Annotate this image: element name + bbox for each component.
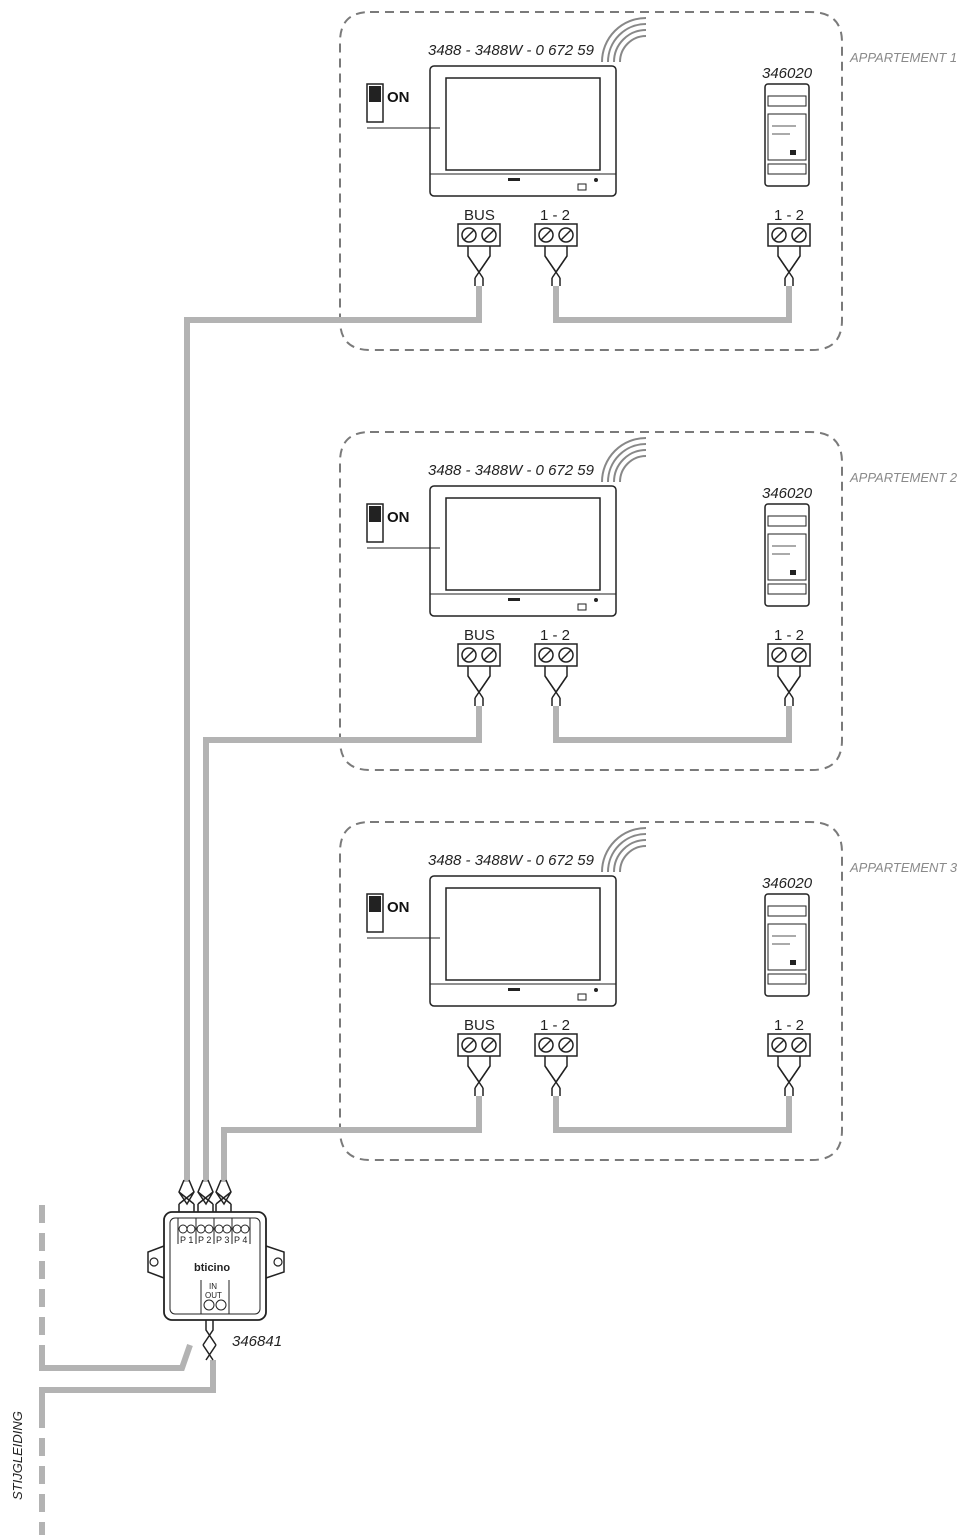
apartment-3-label: APPARTEMENT 3: [849, 860, 958, 875]
terminal-12-psu-1-label: 1 - 2: [774, 207, 804, 224]
port-2-label: P 2: [198, 1235, 211, 1245]
terminal-bus-1: [457, 223, 501, 247]
wiring: [39, 286, 792, 1410]
riser-label: STIJGLEIDING: [10, 1411, 25, 1500]
terminal-bus-2: [457, 643, 501, 667]
distributor-wire-forks: [178, 1179, 232, 1361]
distributor-brand-logo: bticino: [194, 1262, 230, 1274]
distributor-in-label: IN: [209, 1282, 217, 1291]
terminal-12-monitor-1-label: 1 - 2: [540, 207, 570, 224]
terminal-12-monitor-1: [534, 223, 578, 247]
monitor-2-model: 3488 - 3488W - 0 672 59: [428, 462, 595, 479]
terminal-12-monitor-3-label: 1 - 2: [540, 1017, 570, 1034]
port-3-label: P 3: [216, 1235, 229, 1245]
terminal-12-psu-3-label: 1 - 2: [774, 1017, 804, 1034]
terminal-12-psu-1: [767, 223, 811, 247]
power-wire-apartment-1: [553, 286, 792, 323]
apartment-2-label: APPARTEMENT 2: [849, 470, 958, 485]
bus-wire-apartment-3: [221, 1096, 482, 1182]
distributor: P 1 P 2 P 3 P 4 bticino IN OUT: [147, 1211, 285, 1321]
monitor-1: [429, 65, 617, 197]
wifi-icon: [601, 827, 647, 873]
monitor-3: [429, 875, 617, 1007]
riser-in-wire: [39, 1344, 193, 1371]
terminal-12-psu-3: [767, 1033, 811, 1057]
apartment-2: APPARTEMENT 2 3488 - 3488W - 0 672 59 ON…: [339, 431, 958, 771]
terminal-bus-2-label: BUS: [464, 627, 495, 644]
psu-3: [764, 893, 810, 997]
psu-2-model: 346020: [762, 485, 813, 502]
bus-wire-apartment-1: [184, 286, 482, 1182]
apartment-1: APPARTEMENT 1 3488 - 3488W - 0 672 59 ON…: [339, 11, 957, 351]
wifi-icon: [601, 17, 647, 63]
power-wire-apartment-3: [553, 1096, 792, 1133]
on-switch-3: ON: [366, 893, 440, 939]
terminal-bus-1-label: BUS: [464, 207, 495, 224]
psu-1: [764, 83, 810, 187]
distributor-model: 346841: [232, 1333, 282, 1350]
terminal-12-monitor-3: [534, 1033, 578, 1057]
terminal-12-monitor-2-label: 1 - 2: [540, 627, 570, 644]
on-switch-2-label: ON: [387, 509, 410, 526]
apartment-2-boundary: [339, 431, 843, 771]
on-switch-3-label: ON: [387, 899, 410, 916]
terminal-12-psu-2-label: 1 - 2: [774, 627, 804, 644]
terminal-bus-3-label: BUS: [464, 1017, 495, 1034]
on-switch-1-label: ON: [387, 89, 410, 106]
apartment-1-boundary: [339, 11, 843, 351]
terminal-12-monitor-2: [534, 643, 578, 667]
monitor-2: [429, 485, 617, 617]
wifi-icon: [601, 437, 647, 483]
psu-1-model: 346020: [762, 65, 813, 82]
port-4-label: P 4: [234, 1235, 247, 1245]
apartment-3-boundary: [339, 821, 843, 1161]
riser-out-wire: [39, 1360, 216, 1410]
distributor-out-label: OUT: [205, 1291, 222, 1300]
bus-wire-apartment-2: [203, 706, 482, 1182]
monitor-1-model: 3488 - 3488W - 0 672 59: [428, 42, 595, 59]
on-switch-2: ON: [366, 503, 440, 549]
port-1-label: P 1: [180, 1235, 193, 1245]
terminal-bus-3: [457, 1033, 501, 1057]
psu-3-model: 346020: [762, 875, 813, 892]
terminal-12-psu-2: [767, 643, 811, 667]
psu-2: [764, 503, 810, 607]
monitor-3-model: 3488 - 3488W - 0 672 59: [428, 852, 595, 869]
apartment-3: APPARTEMENT 3 3488 - 3488W - 0 672 59 ON…: [339, 821, 958, 1161]
apartment-1-label: APPARTEMENT 1: [849, 50, 957, 65]
power-wire-apartment-2: [553, 706, 792, 743]
on-switch-1: ON: [366, 83, 440, 129]
